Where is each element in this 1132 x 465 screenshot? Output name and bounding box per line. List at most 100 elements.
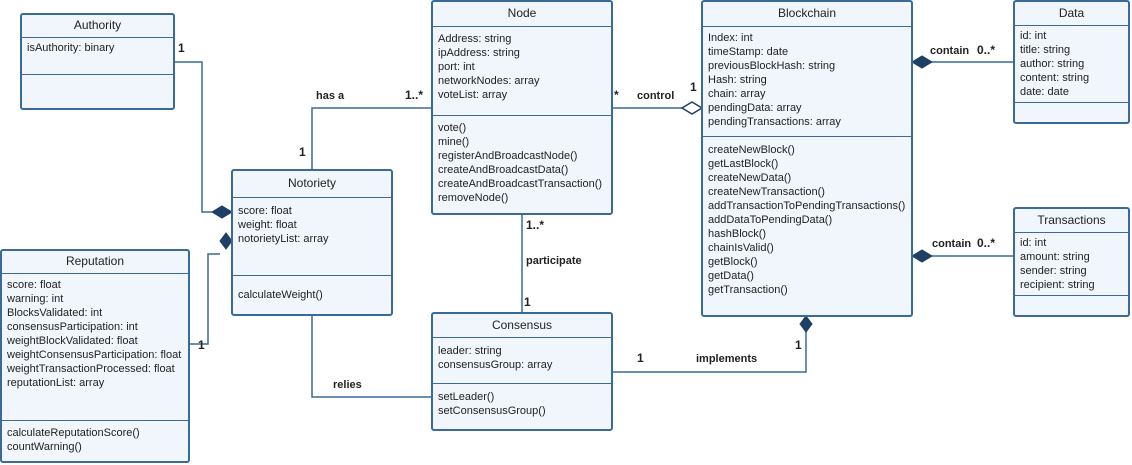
attribute: author: string <box>1020 58 1085 70</box>
attribute: isAuthority: binary <box>27 42 115 54</box>
participate-node-multiplicity: 1..* <box>526 218 545 232</box>
contain-transactions-label: contain <box>932 238 972 250</box>
has-a-node-multiplicity: 1..* <box>405 88 424 102</box>
attribute: ipAddress: string <box>438 47 520 59</box>
method: getTransaction() <box>708 284 788 296</box>
class-blockchain-attributes: Index: int timeStamp: date previousBlock… <box>703 27 911 136</box>
attribute: id: int <box>1020 237 1047 249</box>
class-blockchain-methods: createNewBlock() getLastBlock() createNe… <box>703 136 911 300</box>
attribute: recipient: string <box>1020 279 1095 291</box>
attribute: consensusGroup: array <box>438 359 553 371</box>
reputation-notoriety-line <box>190 253 220 345</box>
class-authority[interactable]: Authority isAuthority: binary <box>20 13 175 110</box>
method: hashBlock() <box>708 228 767 240</box>
method: removeNode() <box>438 192 509 204</box>
method: getLastBlock() <box>708 158 779 170</box>
attribute: content: string <box>1020 72 1090 84</box>
reputation-notoriety-diamond <box>219 232 233 250</box>
implements-consensus-multiplicity: 1 <box>637 351 644 365</box>
attribute: Address: string <box>438 33 512 45</box>
class-transactions[interactable]: Transactions id: int amount: string send… <box>1013 207 1130 317</box>
class-consensus-attributes: leader: string consensusGroup: array <box>433 338 611 383</box>
attribute: score: float <box>238 205 292 217</box>
class-authority-attributes: isAuthority: binary <box>22 38 173 74</box>
method: mine() <box>438 136 470 148</box>
contain-transactions-diamond <box>911 249 933 263</box>
contain-data-label: contain <box>930 45 970 57</box>
contain-data-diamond <box>911 55 933 69</box>
implements-blockchain-multiplicity: 1 <box>795 338 802 352</box>
class-reputation[interactable]: Reputation score: float warning: int Blo… <box>0 249 190 463</box>
attribute: date: date <box>1020 86 1069 98</box>
attribute: Index: int <box>708 32 753 44</box>
has-a-line <box>311 107 432 170</box>
contain-transactions-multiplicity: 0..* <box>977 236 996 250</box>
method: createAndBroadcastData() <box>438 164 569 176</box>
class-node-attributes: Address: string ipAddress: string port: … <box>433 27 611 115</box>
method: getBlock() <box>708 256 758 268</box>
has-a-label: has a <box>316 90 345 102</box>
class-reputation-attributes: score: float warning: int BlocksValidate… <box>2 274 188 420</box>
attribute: timeStamp: date <box>708 46 789 58</box>
attribute: sender: string <box>1020 265 1087 277</box>
implements-label: implements <box>696 353 758 365</box>
attribute: warning: int <box>7 293 64 305</box>
class-reputation-methods: calculateReputationScore() countWarning(… <box>2 420 188 457</box>
class-data-methods <box>1015 102 1128 109</box>
control-node-multiplicity: * <box>614 88 619 102</box>
attribute: port: int <box>438 61 475 73</box>
relies-label: relies <box>333 379 362 391</box>
authority-notoriety-line <box>174 61 212 213</box>
control-label: control <box>637 90 675 102</box>
method: countWarning() <box>7 441 82 453</box>
class-blockchain[interactable]: Blockchain Index: int timeStamp: date pr… <box>701 0 913 317</box>
method: setLeader() <box>438 391 495 403</box>
class-notoriety-methods: calculateWeight() <box>233 275 391 305</box>
has-a-notoriety-multiplicity: 1 <box>299 145 306 159</box>
control-aggregation-diamond <box>680 101 704 115</box>
implements-line <box>612 332 807 373</box>
class-transactions-title: Transactions <box>1015 209 1128 233</box>
method: vote() <box>438 122 467 134</box>
attribute: weightTransactionProcessed: float <box>7 363 175 375</box>
attribute: pendingTransactions: array <box>708 116 841 128</box>
control-blockchain-multiplicity: 1 <box>690 80 697 94</box>
attribute: title: string <box>1020 44 1071 56</box>
method: createNewTransaction() <box>708 186 825 198</box>
method: registerAndBroadcastNode() <box>438 150 578 162</box>
attribute: weightConsensusParticipation: float <box>7 349 182 361</box>
class-data-attributes: id: int title: string author: string con… <box>1015 26 1128 102</box>
class-transactions-attributes: id: int amount: string sender: string re… <box>1015 233 1128 295</box>
class-consensus-title: Consensus <box>433 314 611 338</box>
class-blockchain-title: Blockchain <box>703 2 911 27</box>
class-data[interactable]: Data id: int title: string author: strin… <box>1013 0 1130 124</box>
attribute: weight: float <box>238 219 297 231</box>
method: addTransactionToPendingTransactions() <box>708 200 906 212</box>
class-notoriety-attributes: score: float weight: float notorietyList… <box>233 198 391 275</box>
attribute: Hash: string <box>708 74 767 86</box>
authority-notoriety-diamond <box>211 205 233 219</box>
class-node[interactable]: Node Address: string ipAddress: string p… <box>431 0 613 215</box>
class-consensus[interactable]: Consensus leader: string consensusGroup:… <box>431 312 613 431</box>
class-authority-title: Authority <box>22 15 173 38</box>
attribute: networkNodes: array <box>438 75 540 87</box>
reputation-multiplicity: 1 <box>198 338 205 352</box>
attribute: weightBlockValidated: float <box>7 335 138 347</box>
participate-label: participate <box>526 255 582 267</box>
class-node-methods: vote() mine() registerAndBroadcastNode()… <box>433 115 611 208</box>
attribute: score: float <box>7 279 61 291</box>
attribute: previousBlockHash: string <box>708 60 836 72</box>
participate-consensus-multiplicity: 1 <box>524 295 531 309</box>
class-notoriety[interactable]: Notoriety score: float weight: float not… <box>231 169 393 316</box>
attribute: chain: array <box>708 88 766 100</box>
attribute: amount: string <box>1020 251 1090 263</box>
method: calculateWeight() <box>238 289 323 301</box>
authority-multiplicity: 1 <box>178 41 185 55</box>
method: createAndBroadcastTransaction() <box>438 178 603 190</box>
class-node-title: Node <box>433 2 611 27</box>
method: chainIsValid() <box>708 242 774 254</box>
method: createNewBlock() <box>708 144 795 156</box>
attribute: reputationList: array <box>7 377 105 389</box>
